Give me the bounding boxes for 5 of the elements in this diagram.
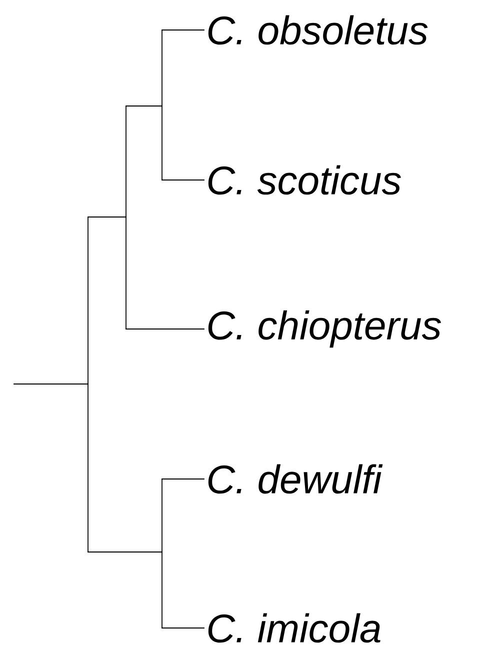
species-label: C. imicola [208,613,380,643]
species-label: C. scoticus [208,165,401,195]
species-label: C. dewulfi [208,464,383,494]
species-label: C. obsoletus [208,15,428,45]
species-label: C. chiopterus [208,310,441,348]
